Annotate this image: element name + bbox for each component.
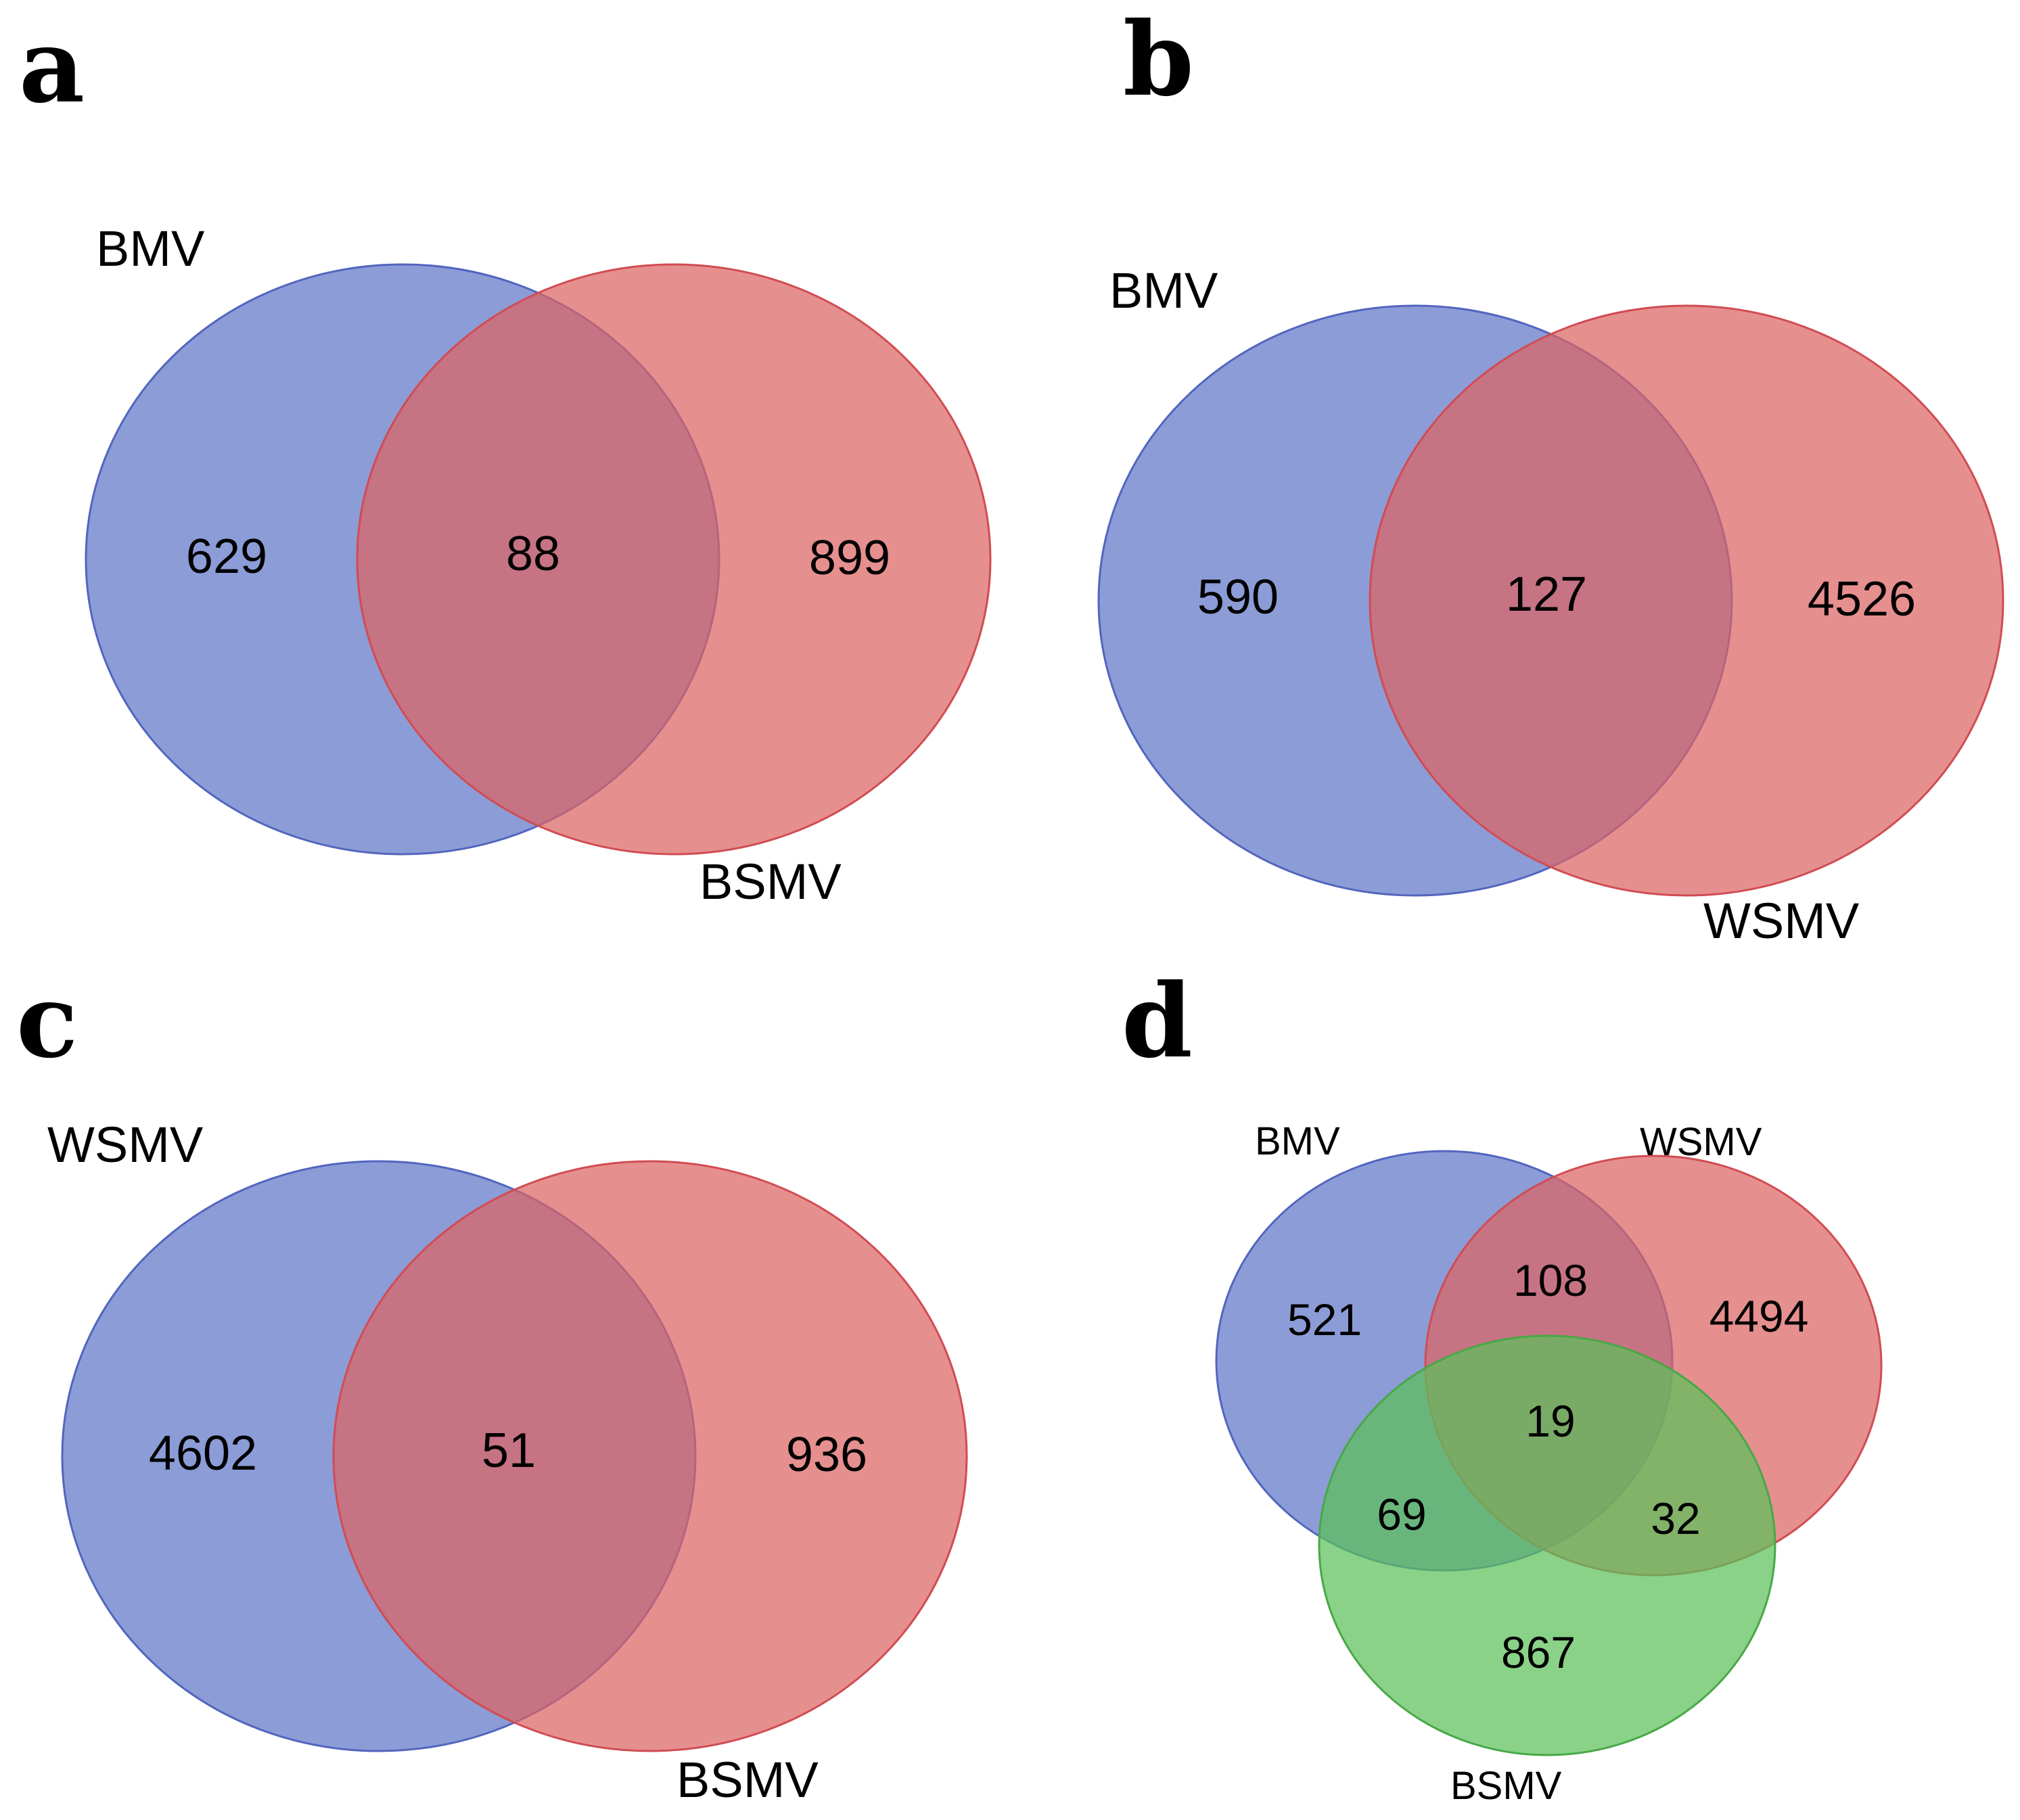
panel-a-bsmv-only-count: 899 [809,531,890,585]
panel-d-bsmv-only-count: 867 [1501,1627,1576,1677]
panel-b-wsmv-only-count: 4526 [1808,572,1916,626]
panel-d-bsmv-label: BSMV [1450,1764,1562,1808]
panel-b-overlap-count: 127 [1506,567,1587,622]
panel-d-bmv-wsmv-count: 108 [1513,1255,1588,1305]
panel-d-bsmv-set [1318,1334,1776,1756]
panel-d-letter: d [1122,962,1193,1081]
panel-d-wsmv-bsmv-count: 32 [1651,1493,1700,1543]
panel-a-overlap-count: 88 [506,527,560,581]
panel-b-letter: b [1123,0,1194,119]
panel-c-wsmv-label: WSMV [47,1117,204,1173]
panel-c: c WSMV BSMV 4602 51 936 [16,962,968,1808]
panel-a: a BMV BSMV 629 88 899 [19,7,992,910]
panel-d-wsmv-label: WSMV [1640,1120,1762,1164]
panel-b-bmv-label: BMV [1109,262,1218,319]
panel-c-bsmv-set [332,1160,968,1752]
panel-d-bmv-bsmv-count: 69 [1377,1489,1426,1539]
panel-b-wsmv-set [1369,304,2004,897]
panel-c-wsmv-only-count: 4602 [149,1426,257,1480]
panel-b-bmv-only-count: 590 [1197,570,1279,624]
panel-d-bmv-only-count: 521 [1287,1294,1362,1345]
panel-d-all-three-count: 19 [1525,1396,1575,1446]
panel-c-overlap-count: 51 [482,1424,536,1478]
panel-b: b BMV WSMV 590 127 4526 [1097,0,2004,949]
panel-b-wsmv-label: WSMV [1703,893,1860,949]
panel-c-bsmv-label: BSMV [676,1752,819,1808]
panel-d-wsmv-only-count: 4494 [1709,1291,1809,1341]
panel-a-letter: a [19,7,85,126]
panel-a-bmv-label: BMV [96,220,205,277]
panel-c-letter: c [16,962,78,1081]
panel-a-bsmv-set [356,263,992,856]
panel-a-bsmv-label: BSMV [699,854,842,910]
panel-a-bmv-only-count: 629 [186,530,267,584]
panel-c-bsmv-only-count: 936 [786,1428,867,1482]
panel-d-bmv-label: BMV [1255,1119,1340,1163]
panel-d: d BMV WSMV BSMV 521 108 4494 19 69 32 86… [1122,962,1883,1808]
